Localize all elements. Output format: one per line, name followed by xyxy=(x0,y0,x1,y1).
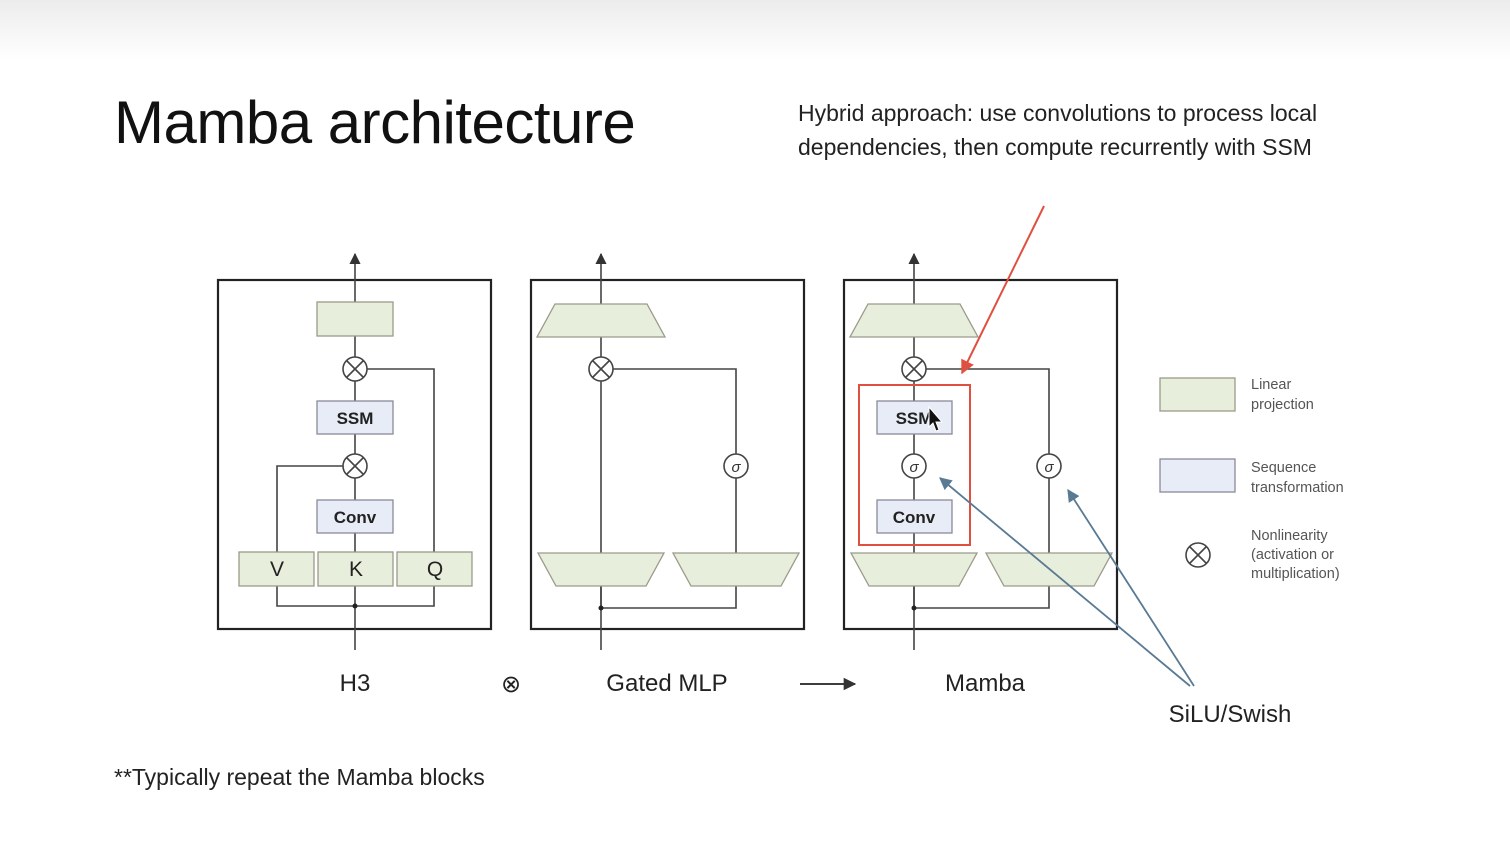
gated-mlp-frame xyxy=(529,278,806,631)
h3-v-box xyxy=(238,551,315,587)
mamba-highlight-box xyxy=(858,384,971,546)
gated-mlp-linear-in-right xyxy=(671,552,801,587)
gated-mlp-sigma-label: σ xyxy=(731,459,741,476)
mamba-sigma-inner-label: σ xyxy=(909,459,919,476)
gated-mlp-block: σ xyxy=(529,252,806,650)
h3-v-label: V xyxy=(270,558,284,581)
mamba-caption: Mamba xyxy=(945,670,1026,697)
mamba-multiply-icon xyxy=(901,356,927,382)
gated-mlp-caption: Gated MLP xyxy=(606,670,727,697)
legend-nonlinearity-line2: (activation or xyxy=(1251,547,1334,563)
silu-pointer-inner xyxy=(939,477,1191,687)
h3-block: SSM Conv V K Q xyxy=(216,252,493,650)
h3-conv-label: Conv xyxy=(334,508,377,527)
silu-pointer-outer xyxy=(1067,488,1195,687)
mamba-sigma-outer-label: σ xyxy=(1044,459,1054,476)
h3-multiply-bottom-icon xyxy=(342,453,368,479)
legend-sequence-swatch xyxy=(1159,458,1236,493)
gated-mlp-linear-out xyxy=(535,303,667,338)
h3-q-box xyxy=(396,551,473,587)
annotation-arrow xyxy=(961,205,1045,375)
silu-label: SiLU/Swish xyxy=(1169,701,1292,728)
h3-k-box xyxy=(317,551,394,587)
h3-k-label: K xyxy=(349,558,363,581)
legend: Linear projection Sequence transformatio… xyxy=(1159,377,1344,582)
mamba-linear-in-left xyxy=(849,552,979,587)
gated-mlp-sigma-icon xyxy=(723,453,749,479)
h3-linear-out xyxy=(316,301,394,337)
legend-nonlinearity-line1: Nonlinearity xyxy=(1251,528,1328,544)
mamba-ssm-label: SSM xyxy=(896,409,933,428)
mamba-sigma-outer-icon xyxy=(1036,453,1062,479)
top-shade xyxy=(0,0,1510,60)
h3-multiply-top-icon xyxy=(342,356,368,382)
legend-nonlinearity-line3: multiplication) xyxy=(1251,566,1340,582)
hybrid-annotation: Hybrid approach: use convolutions to pro… xyxy=(798,100,1318,160)
slide-title: Mamba architecture xyxy=(114,89,636,156)
legend-sequence-line2: transformation xyxy=(1251,480,1344,496)
combine-operator-icon: ⊗ xyxy=(501,671,521,698)
mamba-conv-box xyxy=(876,499,953,534)
h3-ssm-label: SSM xyxy=(337,409,374,428)
h3-caption: H3 xyxy=(340,670,371,697)
h3-q-label: Q xyxy=(427,558,443,581)
h3-conv-box xyxy=(316,499,394,534)
legend-linear-line1: Linear xyxy=(1251,377,1291,393)
legend-sequence-line1: Sequence xyxy=(1251,460,1316,476)
h3-ssm-box xyxy=(316,400,394,435)
gated-mlp-linear-in-left xyxy=(536,552,666,587)
mamba-conv-label: Conv xyxy=(893,508,936,527)
legend-linear-swatch xyxy=(1159,377,1236,412)
mamba-linear-out xyxy=(848,303,980,338)
mamba-sigma-inner-icon xyxy=(901,453,927,479)
mamba-ssm-box xyxy=(876,400,953,435)
mouse-cursor-icon xyxy=(928,405,944,432)
footnote: **Typically repeat the Mamba blocks xyxy=(114,764,485,790)
mamba-block: SSM Conv σ σ xyxy=(842,252,1119,650)
gated-mlp-multiply-icon xyxy=(588,356,614,382)
mamba-frame xyxy=(842,278,1119,631)
legend-nonlinearity-icon xyxy=(1185,542,1211,568)
legend-linear-line2: projection xyxy=(1251,397,1314,413)
